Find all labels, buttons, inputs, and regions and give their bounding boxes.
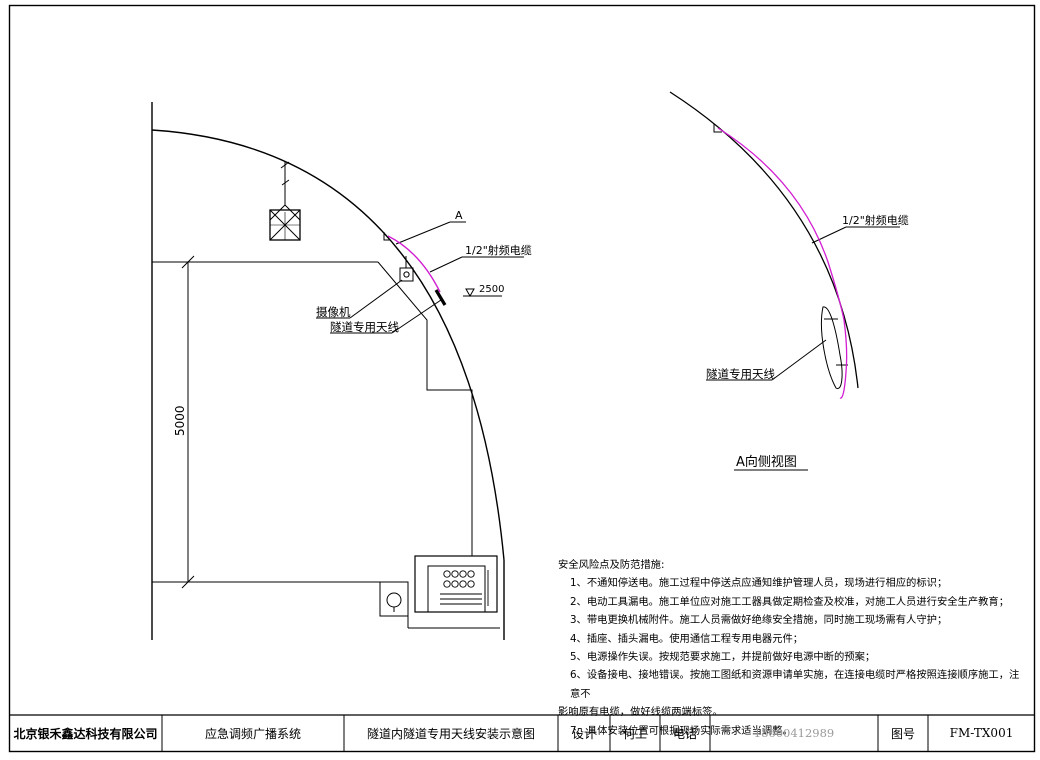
label-height: 2500	[479, 284, 504, 295]
phone-number: 18600412989	[753, 726, 835, 740]
drawing-frame	[8, 4, 1036, 753]
leader-cable	[429, 256, 463, 273]
note-item-4: 4、插座、插头漏电。使用通信工程专用电器元件；	[570, 632, 804, 645]
side-mount-mark	[713, 124, 722, 133]
designer-name: 何工	[622, 726, 647, 741]
notes-heading: 安全风险点及防范措施:	[558, 559, 665, 571]
label-antenna-main: 隧道专用天线	[330, 320, 399, 334]
side-leader-antenna	[771, 339, 827, 381]
drawing-title: 隧道内隧道专用天线安装示意图	[366, 726, 535, 741]
note-item-3: 3、带电更换机械附件。施工人员需做好绝缘安全措施，同时施工现场需有人守护；	[570, 614, 948, 627]
design-label: 设计	[571, 726, 596, 741]
note-item-7: 7、具体安装位置可根据现场实际需求适当调整。	[570, 724, 793, 737]
company-name: 北京银禾鑫达科技有限公司	[13, 726, 158, 741]
system-name: 应急调频广播系统	[204, 726, 301, 741]
side-leader-cable	[811, 226, 847, 244]
clearance-outline	[377, 261, 473, 556]
label-cable-main: 1/2"射频电缆	[465, 243, 532, 257]
safety-notes: 安全风险点及防范措施: 1、不通知停送电。施工过程中停送点应通知维护管理人员，现…	[558, 556, 1024, 740]
drain-pipe	[386, 592, 402, 608]
note-item-6-cont: 影响原有电缆，做好线缆两端标签。	[558, 706, 723, 719]
drawing-no-label: 图号	[890, 726, 915, 741]
label-marker-a: A	[455, 209, 463, 222]
phone-label: 电话	[672, 726, 697, 741]
cable-trough-inner	[427, 565, 486, 612]
cable-trough	[414, 555, 498, 613]
antenna-main	[434, 289, 447, 306]
title-block: 北京银禾鑫达科技有限公司 应急调频广播系统 隧道内隧道专用天线安装示意图 设计 …	[9, 715, 1035, 751]
title-block-grid	[9, 714, 1035, 751]
drawing-no: FM-TX001	[949, 726, 1014, 740]
antenna-side	[820, 306, 843, 390]
leader-antenna	[391, 299, 442, 334]
label-cable-side: 1/2"射频电缆	[842, 213, 909, 227]
trough-cables	[440, 570, 489, 606]
tunnel-arch	[151, 129, 505, 561]
label-antenna-side: 隧道专用天线	[706, 367, 775, 381]
note-item-5: 5、电源操作失误。按规范要求施工，并提前做好电源中断的预案；	[570, 651, 876, 664]
camera-icon	[399, 267, 414, 282]
note-item-1: 1、不通知停送电。施工过程中停送点应通知维护管理人员，现场进行相应的标识；	[570, 577, 948, 590]
note-item-2: 2、电动工具漏电。施工单位应对施工工器具做定期检查及校准，对施工人员进行安全生产…	[570, 595, 1010, 608]
label-side-view-title: A向侧视图	[736, 454, 797, 470]
tunnel-cross-section	[151, 102, 524, 640]
leader-camera	[349, 279, 403, 319]
label-camera: 摄像机	[316, 305, 351, 319]
mount-mark	[383, 232, 390, 241]
label-dimension: 5000	[173, 405, 187, 436]
side-arch	[669, 91, 859, 389]
leader-a	[395, 221, 451, 245]
rf-cable-main	[387, 235, 441, 293]
side-view	[669, 91, 900, 471]
drain-box	[379, 581, 409, 617]
rf-cable-side	[717, 127, 848, 399]
note-item-6: 6、设备接电、接地错误。按施工图纸和资源申请单实施，在连接电缆时严格按照连接顺序…	[570, 669, 1020, 700]
